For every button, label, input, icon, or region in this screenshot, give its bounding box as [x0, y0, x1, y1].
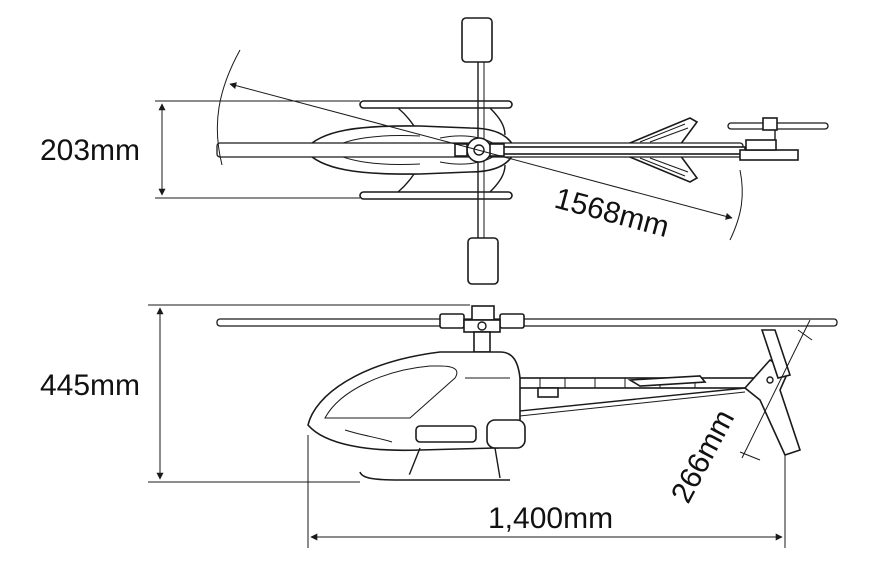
dim-height-label: 445mm [40, 369, 140, 402]
side-tail-fin [743, 329, 802, 456]
dim-1568-leader-lower [477, 149, 733, 220]
top-view: 203mm 1568mm [40, 17, 829, 285]
dim-length-label: 1,400mm [488, 502, 613, 535]
dim-1568-leader-upper [229, 82, 479, 151]
side-horizontal-stabilizer [627, 375, 707, 387]
top-tail-boom [499, 146, 746, 155]
top-skids [359, 100, 513, 200]
side-rotor-head [439, 305, 525, 353]
dim-rotor-label: 1568mm [551, 182, 672, 244]
side-view: 445mm 266mm 1,400mm [40, 304, 838, 548]
dim-tail-rotor-label: 266mm [665, 404, 741, 508]
top-main-blade-left [216, 142, 480, 158]
dim-width-label: 203mm [40, 134, 140, 167]
dim-1568-arc-left [216, 49, 241, 166]
top-flybar-paddle-upper [461, 17, 493, 63]
dim-1568-arc-right [729, 169, 743, 241]
top-flybar-paddle-lower [467, 237, 499, 285]
side-main-blade [216, 318, 838, 327]
dim-266-line [741, 319, 811, 459]
top-tail-rotor [727, 117, 829, 161]
top-tail-fins [624, 117, 699, 183]
side-tail-strut [489, 387, 746, 415]
side-canopy-window [324, 365, 458, 419]
side-landing-gear [359, 447, 510, 481]
